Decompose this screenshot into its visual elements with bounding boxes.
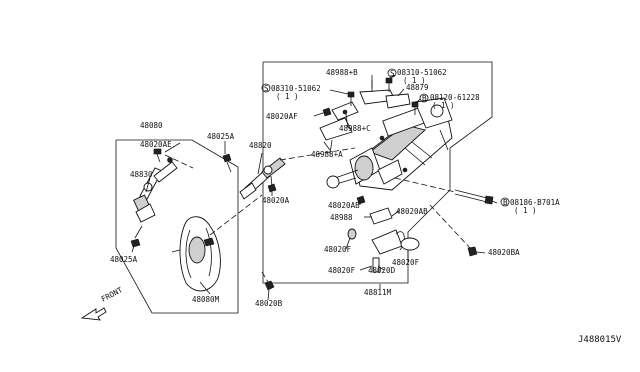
left-assembly-frame [115,139,239,314]
label-48988: 48988 [330,213,353,222]
bracket-48879 [385,93,411,109]
svg-text:S: S [390,69,395,78]
label-48879: 48879 [406,83,429,92]
label-48020D: 48020D [368,266,396,275]
circled-b-symbol: B [500,197,510,207]
label-48020AB-a: 48020AB [328,201,360,210]
label-48080: 48080 [140,121,163,130]
label-48020A: 48020A [262,196,290,205]
screw-08310-51062-a [385,77,393,92]
label-48020F-c: 48020F [328,266,356,275]
bolt-48025A-top [222,153,232,173]
label-48020F-b: 48020F [392,258,420,267]
ring-48020F [347,228,420,251]
svg-text:B: B [503,198,508,207]
label-08186-B701A-qty: ( 1 ) [514,206,537,215]
front-label: FRONT [100,285,125,304]
nut-48020BA [467,246,478,257]
lower-shaft-48820 [239,157,286,200]
label-48020B: 48020B [255,299,283,308]
label-08120-61228: 08120-61228 [430,93,480,102]
bolt-48020AE [153,148,162,163]
label-48988C: 48988+C [339,124,371,133]
circled-s-symbol: S [387,68,397,78]
pin-48020D [372,257,380,273]
label-48020AE: 48020AE [140,140,172,149]
bolt-08186-B701A [454,189,494,205]
label-48020BA: 48020BA [488,248,520,257]
bracket-48988A [319,117,353,151]
bracket-48988C [331,101,359,121]
bolt-08120-61228 [411,101,419,115]
label-48988B: 48988+B [326,68,358,77]
label-48025A-top: 48025A [207,132,235,141]
circled-s-symbol: S [261,83,271,93]
label-08310-51062-a-qty: ( 1 ) [403,76,426,85]
label-08120-61228-qty: ( 1 ) [432,101,455,110]
label-08186-B701A: 08186-B701A [510,198,560,207]
svg-text:B: B [422,94,427,103]
label-48020F-a: 48020F [324,245,352,254]
nut-48020B [261,271,275,291]
label-48020AF: 48020AF [266,112,298,121]
front-arrow-icon [80,307,107,321]
label-48080M: 48080M [192,295,220,304]
lever-48020AB [356,195,405,255]
circled-b-symbol: B [419,93,429,103]
screw-08310-51062-b [347,91,355,106]
svg-text:S: S [264,84,269,93]
label-48988A: 48988+A [311,150,343,159]
label-48025A-left: 48025A [110,255,138,264]
clip-48020AF [322,107,332,117]
label-08310-51062-a: 08310-51062 [397,68,447,77]
column-assembly-frame [262,61,493,284]
diagram-id: J488015V [578,335,622,345]
bolt-48025A-left [130,225,143,248]
hole-cover-48080M [171,216,221,292]
label-48830: 48830 [130,170,153,179]
intermediate-shaft-48830 [133,157,178,223]
bracket-48988 [369,207,393,225]
label-48820: 48820 [249,141,272,150]
label-08310-51062-b: 08310-51062 [271,84,321,93]
label-08310-51062-b-qty: ( 1 ) [276,92,299,101]
label-48020AB-b: 48020AB [396,207,428,216]
bolt-48020A [267,175,277,193]
label-48811M: 48811M [364,288,392,297]
leader-lines [131,74,498,301]
steering-column-body [326,97,453,191]
